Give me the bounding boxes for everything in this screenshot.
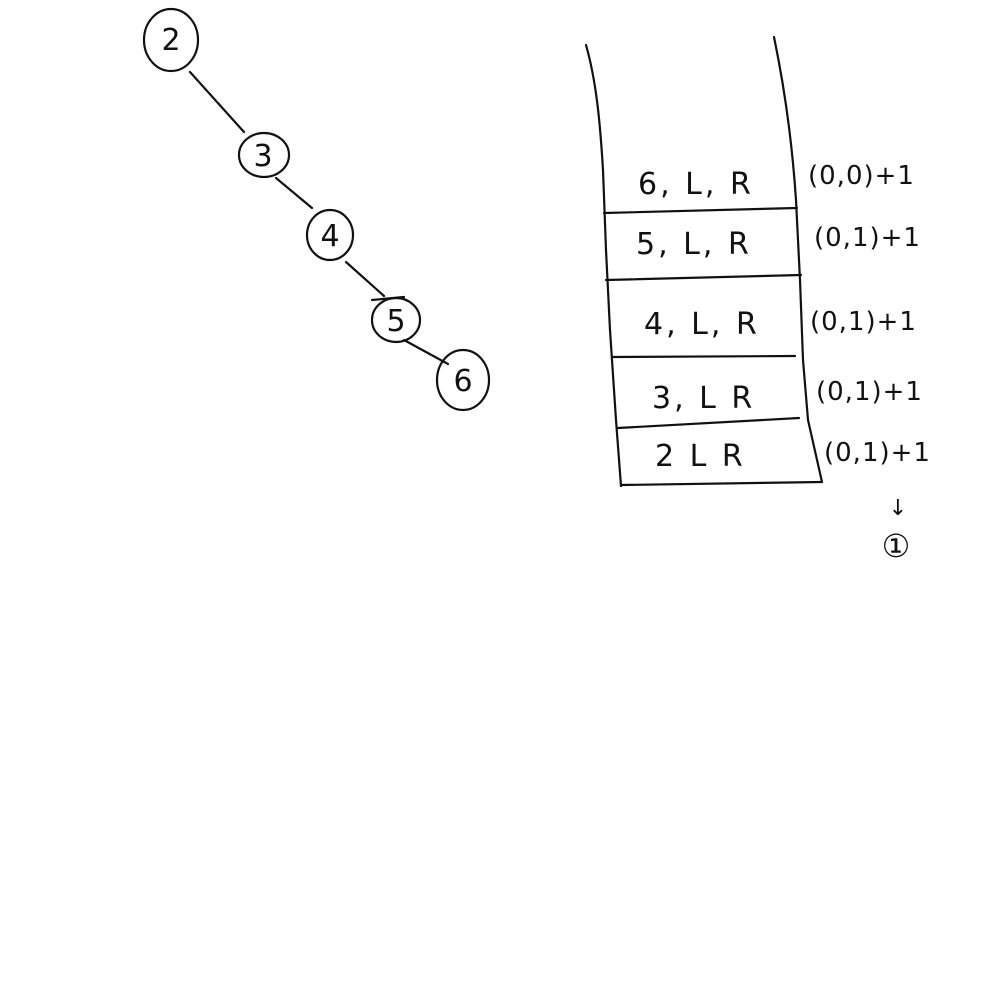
stack-frame-label: 4, L, R <box>644 307 760 342</box>
tree-node: 6 <box>435 348 491 412</box>
tree-node-label: 6 <box>453 364 472 399</box>
tree-edge-5-6 <box>402 338 450 366</box>
stack-bottom <box>619 480 824 487</box>
stack-frame-label: 3, L R <box>652 381 755 416</box>
stack-return-value: (0,1)+1 <box>810 307 917 337</box>
tree-node-label: 5 <box>386 304 405 339</box>
stack-return-value: (0,1)+1 <box>816 377 923 407</box>
tree-diagram: 2 3 4 5 6 <box>142 7 491 412</box>
tree-edge-4-5 <box>344 260 386 298</box>
stack-return-value: (0,0)+1 <box>808 161 915 191</box>
tree-node-label: 4 <box>320 219 339 254</box>
final-result: ① <box>882 527 911 565</box>
tree-node-label: 3 <box>253 139 272 174</box>
stack-divider <box>616 416 801 430</box>
call-stack: 6, L, R 5, L, R 4, L, R 3, L R 2 L R (0,… <box>584 35 931 565</box>
tree-node: 5 <box>370 295 422 344</box>
tree-edge-3-4 <box>274 176 314 210</box>
stack-divider <box>610 354 797 359</box>
tree-node: 3 <box>237 131 291 179</box>
stack-frame-label: 6, L, R <box>638 167 754 202</box>
stack-return-value: (0,1)+1 <box>814 223 921 253</box>
tree-edge-2-3 <box>188 70 246 134</box>
stack-frame-label: 2 L R <box>655 439 746 474</box>
result-arrow-icon: ↓ <box>889 496 907 521</box>
stack-return-value: (0,1)+1 <box>824 438 931 468</box>
stack-divider <box>604 273 803 282</box>
tree-node: 4 <box>305 208 355 262</box>
stack-frame-label: 5, L, R <box>636 227 752 262</box>
stack-left-wall <box>584 43 623 488</box>
tree-node-label: 2 <box>161 23 180 58</box>
stack-divider <box>602 206 799 215</box>
stack-right-wall <box>772 35 824 484</box>
tree-node: 2 <box>142 7 200 73</box>
